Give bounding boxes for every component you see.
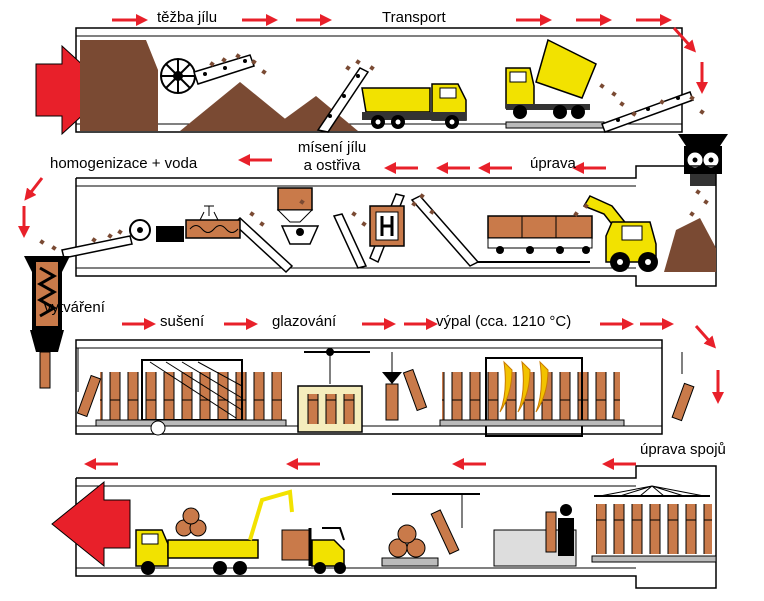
label-suseni: sušení	[160, 313, 205, 330]
flatbed-truck-icon	[135, 489, 294, 575]
label-glazovani: glazování	[272, 313, 337, 330]
conveyor-1	[316, 67, 370, 133]
clay-particle	[659, 99, 665, 105]
hanging-insulator-1	[76, 348, 102, 418]
clay-particle	[583, 203, 589, 209]
clay-particle	[619, 101, 625, 107]
clay-particle	[251, 59, 257, 65]
tunnel-4	[75, 465, 717, 589]
loader-icon	[582, 195, 658, 272]
assembly-rack-icon	[591, 485, 717, 563]
clay-particle	[39, 239, 45, 245]
clay-particle	[299, 199, 305, 205]
forklift-icon	[281, 527, 346, 574]
crate-stack	[381, 493, 480, 567]
tipping-truck-icon	[505, 38, 605, 129]
clay-hill	[80, 40, 158, 131]
clay-particle	[573, 211, 579, 217]
clay-particle	[361, 221, 367, 227]
worker-icon	[493, 504, 577, 567]
clay-pile-1	[180, 82, 300, 131]
mixer-h-icon	[369, 205, 405, 247]
clay-particle	[429, 209, 435, 215]
label-vypal: výpal (cca. 1210 °C)	[436, 313, 572, 330]
label-miseni-1: mísení jílu	[297, 139, 367, 156]
clay-particle	[235, 53, 241, 59]
clay-particle	[699, 109, 705, 115]
label-uprava: úprava	[530, 155, 576, 172]
crusher-icon	[678, 134, 728, 186]
clay-particle	[221, 57, 227, 63]
excavator-wheel-icon	[160, 54, 255, 94]
kiln-icon	[439, 357, 625, 437]
clay-particle	[411, 201, 417, 207]
clay-particle	[91, 237, 97, 243]
clay-pile-2	[268, 96, 358, 131]
clay-particle	[209, 61, 215, 67]
clay-particle	[261, 69, 267, 75]
clay-particle	[689, 95, 695, 101]
label-tezba-jilu: těžba jílu	[157, 9, 218, 26]
clay-particle	[107, 233, 113, 239]
conveyor-2	[601, 91, 694, 133]
clay-particle	[611, 91, 617, 97]
clay-particle	[689, 211, 695, 217]
glazing-tank-icon	[297, 348, 370, 433]
clay-particle	[351, 211, 357, 217]
clay-particle	[631, 111, 637, 117]
box-feeder	[470, 215, 593, 263]
homogenizer-icon	[129, 205, 241, 242]
silo-icon	[276, 187, 320, 245]
dump-truck-icon	[361, 83, 467, 129]
clay-particle	[117, 229, 123, 235]
clay-particle	[695, 189, 701, 195]
clay-particle	[249, 211, 255, 217]
clay-particle	[355, 59, 361, 65]
clay-particle	[369, 65, 375, 71]
flow-arrows	[18, 14, 724, 470]
tunnel-2	[75, 165, 717, 287]
label-homogenizace: homogenizace + voda	[50, 155, 198, 172]
label-transport: Transport	[382, 9, 446, 26]
material-heap	[664, 218, 716, 272]
conveyor-zigzag	[61, 193, 480, 274]
hanging-insulator-2	[382, 352, 428, 421]
clay-particle	[419, 193, 425, 199]
exit-arrow-icon	[51, 480, 131, 568]
label-uprava-spoju: úprava spojů	[640, 441, 726, 458]
label-miseni-2: a ostřiva	[303, 157, 361, 174]
clay-particle	[51, 245, 57, 251]
clay-particle	[599, 83, 605, 89]
hanging-insulator-3	[671, 352, 695, 422]
clay-particle	[697, 223, 703, 229]
clay-particle	[345, 65, 351, 71]
clay-particles	[39, 53, 709, 251]
extruder-icon	[24, 256, 70, 389]
clay-particle	[703, 199, 709, 205]
label-vytvareni: vytváření	[44, 299, 105, 316]
dryer-icon	[95, 359, 287, 436]
clay-particle	[259, 221, 265, 227]
